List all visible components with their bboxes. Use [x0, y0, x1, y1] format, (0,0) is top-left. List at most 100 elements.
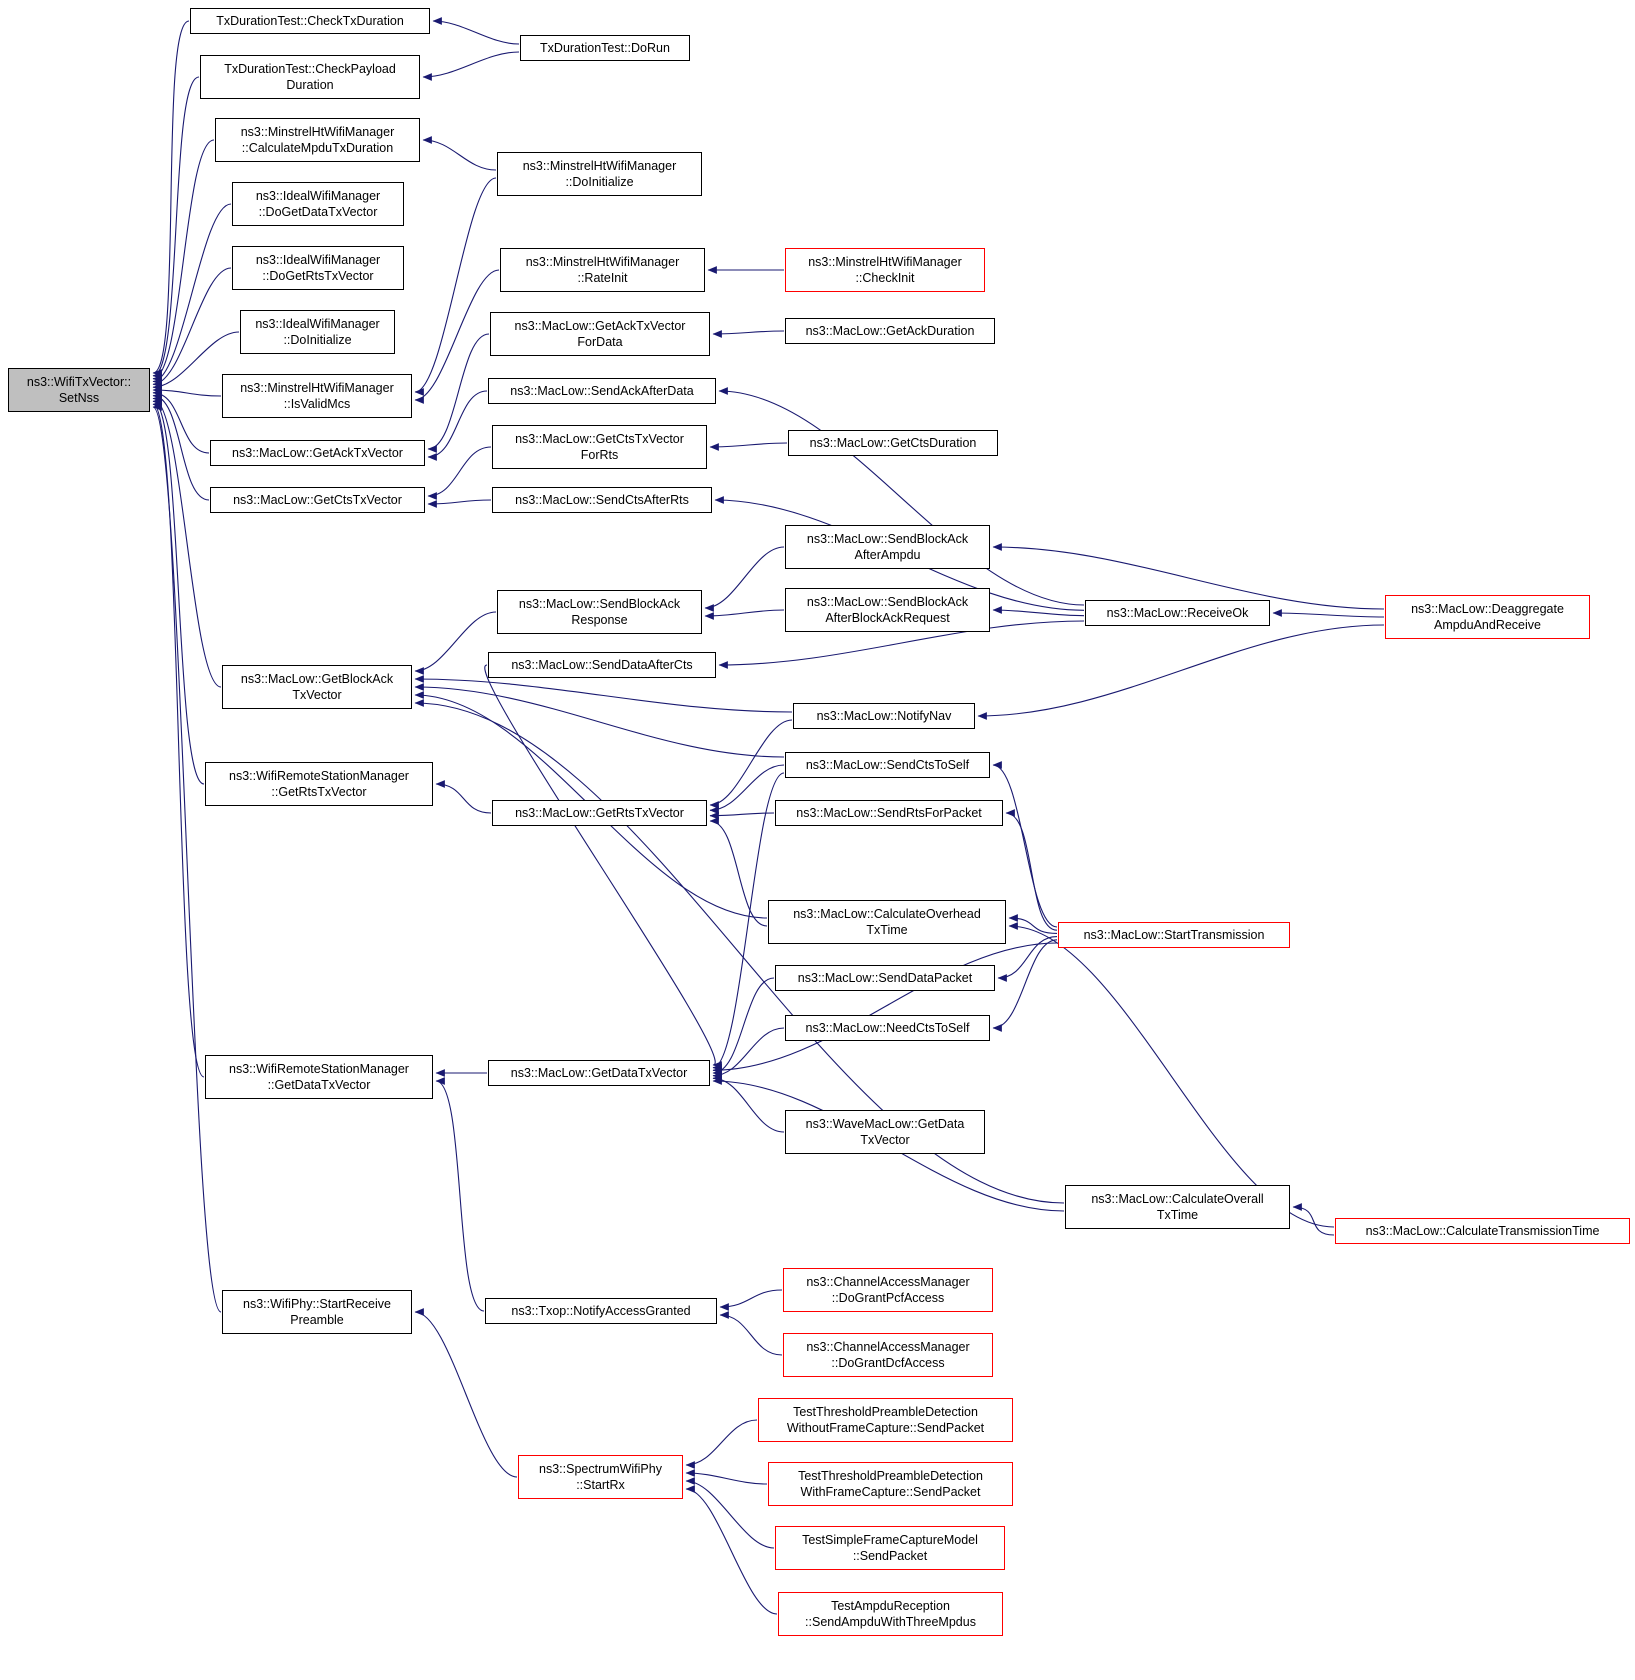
graph-node-getctstxvectorforrts[interactable]: ns3::MacLow::GetCtsTxVector ForRts [492, 425, 707, 469]
call-edge-checkpayload--setnss [152, 76, 200, 380]
graph-node-startreceivepreamble[interactable]: ns3::WifiPhy::StartReceive Preamble [222, 1290, 412, 1334]
call-edge-idealdogetrts--setnss [152, 267, 232, 389]
graph-node-notifynav[interactable]: ns3::MacLow::NotifyNav [793, 703, 975, 729]
call-edge-starttransmission--calcoverhead [1008, 914, 1058, 934]
call-edge-deaggregate--notifynav [977, 624, 1385, 720]
graph-node-sendackafterdata[interactable]: ns3::MacLow::SendAckAfterData [488, 378, 716, 404]
graph-node-dorun[interactable]: TxDurationTest::DoRun [520, 35, 690, 61]
call-edge-testampdu--spectrumstartrx [685, 1485, 778, 1615]
graph-node-dograntpcf[interactable]: ns3::ChannelAccessManager ::DoGrantPcfAc… [783, 1268, 993, 1312]
graph-node-setnss[interactable]: ns3::WifiTxVector:: SetNss [8, 368, 150, 412]
graph-node-calcoverhead[interactable]: ns3::MacLow::CalculateOverhead TxTime [768, 900, 1006, 944]
call-edge-getacktxvectorfordata--getacktxvector [427, 333, 490, 453]
call-edge-sendblockackafterampdu--sendblockackresponse [704, 546, 785, 612]
call-edge-sendackafterdata--getacktxvector [427, 390, 488, 461]
graph-node-dograntdcf[interactable]: ns3::ChannelAccessManager ::DoGrantDcfAc… [783, 1333, 993, 1377]
graph-node-testthreshwithout[interactable]: TestThresholdPreambleDetection WithoutFr… [758, 1398, 1013, 1442]
graph-node-getrtstxvector[interactable]: ns3::MacLow::GetRtsTxVector [492, 800, 707, 826]
call-edge-sendctstoself--getdatatxvector [712, 772, 785, 1072]
call-edge-starttransmission--getdatatxvector [712, 942, 1058, 1075]
graph-node-getdatatxvector[interactable]: ns3::MacLow::GetDataTxVector [488, 1060, 710, 1086]
graph-node-calcoverall[interactable]: ns3::MacLow::CalculateOverall TxTime [1065, 1185, 1290, 1229]
call-edge-calctranstime--calcoverhead [1008, 922, 1335, 1228]
call-edge-receiveok--senddataaftercts [718, 620, 1085, 669]
call-edge-senddatapacket--getdatatxvector [712, 977, 775, 1077]
graph-node-getblockack[interactable]: ns3::MacLow::GetBlockAck TxVector [222, 665, 412, 709]
graph-node-sendblockackafterampdu[interactable]: ns3::MacLow::SendBlockAck AfterAmpdu [785, 525, 990, 569]
call-edge-idealdoinit--setnss [152, 331, 240, 392]
graph-node-sendrtsforpacket[interactable]: ns3::MacLow::SendRtsForPacket [775, 800, 1003, 826]
graph-node-starttransmission[interactable]: ns3::MacLow::StartTransmission [1058, 922, 1290, 948]
call-edge-deaggregate--sendblockackafterampdu [992, 543, 1385, 610]
graph-node-wrsmgetdata[interactable]: ns3::WifiRemoteStationManager ::GetDataT… [205, 1055, 433, 1099]
graph-node-checkinit[interactable]: ns3::MinstrelHtWifiManager ::CheckInit [785, 248, 985, 292]
call-edge-getctstxvector--setnss [152, 391, 210, 501]
graph-node-testsimpleframe[interactable]: TestSimpleFrameCaptureModel ::SendPacket [775, 1526, 1005, 1570]
graph-node-spectrumstartrx[interactable]: ns3::SpectrumWifiPhy ::StartRx [518, 1455, 683, 1499]
graph-node-sendblockackresponse[interactable]: ns3::MacLow::SendBlockAck Response [497, 590, 702, 634]
call-edge-getackduration--getacktxvectorfordata [712, 330, 785, 338]
call-edge-sendctstoself--getblockack [414, 683, 785, 758]
graph-node-notifyaccessgranted[interactable]: ns3::Txop::NotifyAccessGranted [485, 1298, 717, 1324]
graph-node-deaggregate[interactable]: ns3::MacLow::Deaggregate AmpduAndReceive [1385, 595, 1590, 639]
graph-node-senddataaftercts[interactable]: ns3::MacLow::SendDataAfterCts [488, 652, 716, 678]
call-edge-checktxduration--setnss [152, 20, 190, 377]
graph-node-sendblockackafterbar[interactable]: ns3::MacLow::SendBlockAck AfterBlockAckR… [785, 588, 990, 632]
call-edge-deaggregate--receiveok [1272, 609, 1385, 618]
graph-node-wrsmgetrts[interactable]: ns3::WifiRemoteStationManager ::GetRtsTx… [205, 762, 433, 806]
graph-node-getctstxvector[interactable]: ns3::MacLow::GetCtsTxVector [210, 487, 425, 513]
call-edge-testthreshwithout--spectrumstartrx [685, 1419, 758, 1469]
call-edge-dorun--checktxduration [432, 17, 520, 45]
graph-node-rateinit[interactable]: ns3::MinstrelHtWifiManager ::RateInit [500, 248, 705, 292]
call-edge-dograntdcf--notifyaccessgranted [719, 1311, 783, 1356]
call-edge-dograntpcf--notifyaccessgranted [719, 1289, 783, 1311]
call-edge-notifynav--getrtstxvector [709, 719, 793, 809]
graph-node-sendctstoself[interactable]: ns3::MacLow::SendCtsToSelf [785, 752, 990, 778]
call-edge-sendrtsforpacket--getrtstxvector [709, 811, 775, 820]
call-edge-starttransmission--sendctstoself [992, 761, 1058, 928]
graph-node-testthreshwith[interactable]: TestThresholdPreambleDetection WithFrame… [768, 1462, 1013, 1506]
graph-node-getctsduration[interactable]: ns3::MacLow::GetCtsDuration [788, 430, 998, 456]
graph-node-minstreldoinit[interactable]: ns3::MinstrelHtWifiManager ::DoInitializ… [497, 152, 702, 196]
call-edge-dorun--checkpayload [422, 51, 520, 81]
graph-node-isvalidmcs[interactable]: ns3::MinstrelHtWifiManager ::IsValidMcs [222, 374, 412, 418]
call-edge-getacktxvector--setnss [152, 388, 210, 454]
graph-node-getacktxvector[interactable]: ns3::MacLow::GetAckTxVector [210, 440, 425, 466]
call-edge-receiveok--sendackafterdata [718, 387, 1085, 606]
graph-node-checktxduration[interactable]: TxDurationTest::CheckTxDuration [190, 8, 430, 34]
graph-node-receiveok[interactable]: ns3::MacLow::ReceiveOk [1085, 600, 1270, 626]
call-edge-sendctsafterrts--getctstxvector [427, 499, 492, 508]
call-edge-senddataaftercts--getdatatxvector [484, 664, 722, 1069]
call-edge-idealdogetdata--setnss [152, 203, 232, 386]
graph-node-senddatapacket[interactable]: ns3::MacLow::SendDataPacket [775, 965, 995, 991]
graph-node-getacktxvectorfordata[interactable]: ns3::MacLow::GetAckTxVector ForData [490, 312, 710, 356]
call-edge-wrsmgetdata--setnss [152, 400, 205, 1078]
call-edge-rateinit--isvalidmcs [414, 269, 500, 404]
call-edge-minstreldoinit--isvalidmcs [414, 177, 497, 396]
call-edge-testthreshwith--spectrumstartrx [685, 1469, 768, 1485]
graph-node-sendctsafterrts[interactable]: ns3::MacLow::SendCtsAfterRts [492, 487, 712, 513]
call-edge-needctstoself--getdatatxvector [712, 1027, 785, 1080]
call-edge-getrtstxvector--wrsmgetrts [435, 780, 492, 814]
graph-node-getackduration[interactable]: ns3::MacLow::GetAckDuration [785, 318, 995, 344]
call-edge-getctstxvectorforrts--getctstxvector [427, 446, 492, 500]
call-edge-sendblockackresponse--getblockack [414, 611, 497, 675]
graph-node-idealdogetrts[interactable]: ns3::IdealWifiManager ::DoGetRtsTxVector [232, 246, 404, 290]
graph-node-checkpayload[interactable]: TxDurationTest::CheckPayload Duration [200, 55, 420, 99]
graph-node-testampdu[interactable]: TestAmpduReception ::SendAmpduWithThreeM… [778, 1592, 1003, 1636]
call-edge-starttransmission--needctstoself [992, 939, 1058, 1032]
graph-node-idealdogetdata[interactable]: ns3::IdealWifiManager ::DoGetDataTxVecto… [232, 182, 404, 226]
call-edge-receiveok--sendblockackafterbar [992, 606, 1085, 617]
call-edge-starttransmission--sendrtsforpacket [1005, 809, 1058, 931]
call-edge-notifyaccessgranted--wrsmgetdata [435, 1077, 485, 1312]
call-edge-calcoverall--getblockack [414, 699, 1065, 1204]
graph-node-calcmpdu[interactable]: ns3::MinstrelHtWifiManager ::CalculateMp… [215, 118, 420, 162]
call-edge-sendctstoself--getrtstxvector [709, 764, 785, 815]
call-edge-minstreldoinit--calcmpdu [422, 136, 497, 171]
call-edge-sendblockackafterbar--sendblockackresponse [704, 609, 785, 620]
graph-node-wavegetdata[interactable]: ns3::WaveMacLow::GetData TxVector [785, 1110, 985, 1154]
graph-node-idealdoinit[interactable]: ns3::IdealWifiManager ::DoInitialize [240, 310, 395, 354]
graph-node-calctranstime[interactable]: ns3::MacLow::CalculateTransmissionTime [1335, 1218, 1630, 1244]
graph-node-needctstoself[interactable]: ns3::MacLow::NeedCtsToSelf [785, 1015, 990, 1041]
